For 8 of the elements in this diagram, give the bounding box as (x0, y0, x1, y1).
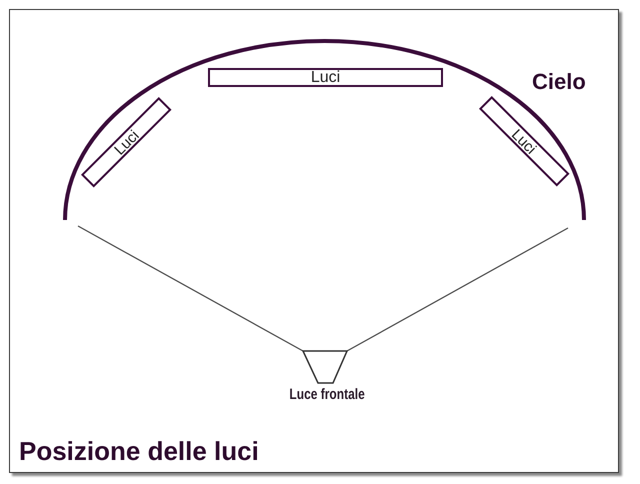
light-bar: Luci (80, 96, 172, 188)
beam-line (346, 227, 568, 352)
diagram-title: Posizione delle luci (19, 437, 259, 465)
light-bar: Luci (478, 96, 570, 186)
node-label: Luce frontale (289, 387, 365, 403)
light-bar: Luci (208, 68, 443, 87)
backdrop-label: Cielo (532, 70, 586, 94)
beam-line (78, 225, 304, 352)
